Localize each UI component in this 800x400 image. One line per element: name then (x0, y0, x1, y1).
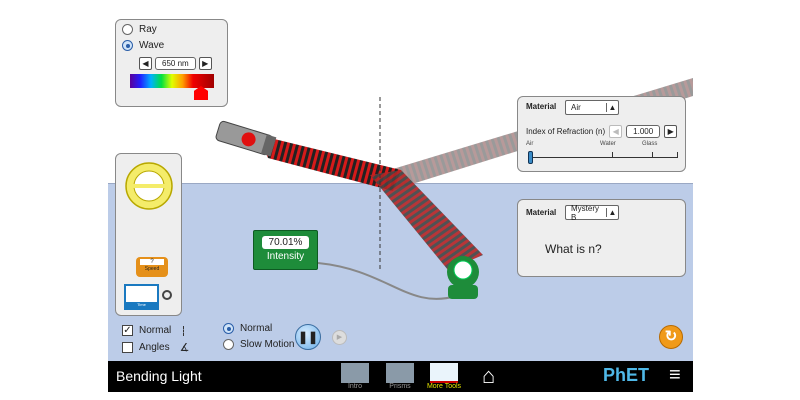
speed-normal-label: Normal (240, 323, 273, 334)
incident-beam (258, 135, 401, 191)
material-label: Material (526, 208, 557, 217)
angles-check[interactable] (122, 342, 133, 353)
material-label: Material (526, 102, 557, 111)
step-icon: ▶ (336, 334, 343, 341)
wave-option[interactable]: Wave (122, 40, 164, 51)
intensity-wire (317, 262, 457, 300)
material-value: Mystery B (571, 203, 599, 222)
index-value: 1.000 (626, 125, 661, 138)
index-decrease-button[interactable]: ◀ (609, 125, 623, 138)
normal-label: Normal (139, 325, 172, 336)
navigation-bar: Bending Light Intro Prisms More Tools ⌂ … (108, 361, 693, 392)
play-pause-button[interactable]: ❚❚ (295, 324, 321, 350)
index-increase-button[interactable]: ▶ (664, 125, 678, 138)
normal-checkbox[interactable]: ✓ Normal (122, 325, 185, 336)
speed-normal-option[interactable]: Normal (223, 323, 272, 334)
wavelength-value: 650 nm (155, 57, 196, 70)
intensity-label: Intensity (266, 251, 305, 262)
speed-normal-radio[interactable] (223, 323, 234, 334)
reset-button[interactable]: ↻ (659, 325, 683, 349)
refracted-beam (370, 170, 483, 270)
intro-thumbnail-icon (341, 363, 369, 383)
pause-icon: ❚❚ (297, 330, 319, 344)
wavelength-slider-thumb[interactable] (194, 86, 208, 100)
sim-title: Bending Light (116, 368, 202, 384)
simulation-area: Ray Wave ◀ 650 nm ▶ Material Air ▲ Index … (108, 0, 693, 392)
laser-pointer[interactable] (215, 120, 277, 157)
speed-slow-option[interactable]: Slow Motion (223, 339, 294, 350)
index-slider-thumb[interactable] (528, 151, 533, 164)
normal-check[interactable]: ✓ (122, 325, 133, 336)
intro-label: Intro (347, 383, 362, 390)
intensity-sensor[interactable] (447, 256, 479, 299)
speed-slow-label: Slow Motion (240, 339, 295, 350)
ray-radio[interactable] (122, 24, 133, 35)
intensity-meter[interactable]: 70.01% Intensity (253, 230, 318, 270)
speed-tool[interactable]: ? Speed (136, 257, 168, 277)
laser-button[interactable] (240, 131, 257, 148)
ray-label: Ray (139, 24, 157, 35)
screen-intro-button[interactable]: Intro (340, 363, 370, 390)
tick-water: Water (600, 141, 616, 147)
prisms-label: Prisms (389, 383, 411, 390)
ray-option[interactable]: Ray (122, 24, 157, 35)
tick-glass: Glass (642, 141, 658, 147)
wavelength-decrease-button[interactable]: ◀ (139, 57, 152, 70)
more-tools-thumbnail-icon (430, 363, 458, 383)
protractor-tool[interactable] (123, 160, 175, 212)
material-value: Air (571, 103, 581, 112)
time-tool[interactable]: Time (124, 284, 159, 310)
question-text: What is n? (545, 242, 602, 256)
wave-label: Wave (139, 40, 165, 51)
home-icon[interactable]: ⌂ (482, 363, 496, 388)
angles-checkbox[interactable]: Angles ∡ (122, 341, 189, 354)
time-probe-icon (162, 290, 172, 300)
index-slider-track[interactable] (530, 157, 678, 158)
normal-line-icon (183, 325, 185, 336)
top-material-select[interactable]: Air ▲ (565, 100, 619, 115)
reset-icon: ↻ (664, 328, 678, 345)
wave-radio[interactable] (122, 40, 133, 51)
speed-label: Speed (144, 266, 160, 272)
screen-more-tools-button[interactable]: More Tools (424, 363, 464, 390)
prisms-thumbnail-icon (386, 363, 414, 383)
more-tools-label: More Tools (426, 383, 462, 390)
phet-logo[interactable]: PhET (603, 365, 650, 385)
speed-slow-radio[interactable] (223, 339, 234, 350)
wave-ray-panel: Ray Wave ◀ 650 nm ▶ (115, 19, 228, 107)
angles-label: Angles (139, 342, 170, 353)
top-material-panel: Material Air▲ Index of Refraction (n) ◀ … (517, 96, 686, 172)
step-button[interactable]: ▶ (332, 330, 347, 345)
tick-air: Air (526, 141, 534, 147)
menu-icon[interactable]: ≡ (669, 364, 681, 386)
intensity-value: 70.01% (262, 236, 309, 249)
bottom-material-panel: Material Mystery B ▲ What is n? (517, 199, 686, 277)
speed-value: ? (140, 259, 164, 265)
bottom-material-select[interactable]: Mystery B ▲ (565, 203, 619, 222)
wavelength-increase-button[interactable]: ▶ (198, 57, 212, 70)
time-label: Time (137, 302, 146, 307)
toolbox-panel: ? Speed Time (115, 153, 182, 316)
screen-prisms-button[interactable]: Prisms (385, 363, 415, 390)
index-label: Index of Refraction (n) (526, 127, 606, 136)
dropdown-arrow-icon: ▲ (606, 103, 618, 112)
wavelength-spectrum-slider[interactable] (130, 74, 214, 88)
dropdown-arrow-icon: ▲ (606, 208, 618, 217)
angle-icon: ∡ (179, 342, 190, 354)
